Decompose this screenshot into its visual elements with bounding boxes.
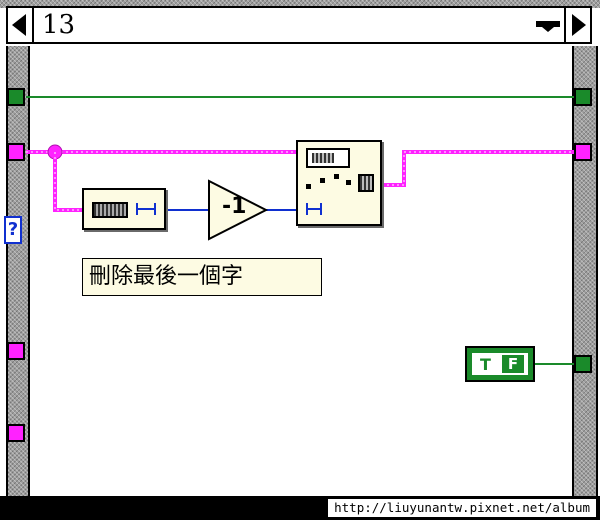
watermark-url: http://liuyunantw.pixnet.net/album (328, 499, 596, 517)
case-border-top (0, 0, 600, 8)
string-chunk-icon (92, 202, 128, 218)
comment-label: 刪除最後一個字 (82, 258, 322, 296)
substring-output-icon (358, 174, 374, 192)
length-measure-icon (136, 203, 156, 215)
arrow-left-icon[interactable] (8, 8, 34, 42)
boolean-constant[interactable]: T F (465, 346, 535, 382)
tf-label: T (480, 355, 491, 374)
length-measure-icon (306, 203, 322, 215)
string-input-icon (306, 148, 350, 168)
false-value: F (502, 355, 524, 373)
case-selector-value[interactable]: 13 (42, 10, 76, 40)
string-tunnel-lower-1[interactable] (7, 342, 25, 360)
dropdown-icon[interactable] (536, 21, 560, 32)
case-selector[interactable]: 13 (6, 6, 592, 44)
decrement-node[interactable] (208, 179, 269, 241)
decrement-label: -1 (222, 194, 247, 219)
boolean-input-tunnel[interactable] (7, 88, 25, 106)
string-input-tunnel[interactable] (7, 143, 25, 161)
boolean-output-tunnel[interactable] (574, 88, 592, 106)
arrow-right-icon[interactable] (564, 8, 590, 42)
string-length-icon[interactable] (82, 188, 166, 230)
string-output-tunnel[interactable] (574, 143, 592, 161)
string-wire-output[interactable] (382, 150, 574, 187)
string-wire-branch[interactable] (53, 152, 84, 212)
boolean-output-tunnel-lower[interactable] (574, 355, 592, 373)
string-subset-icon[interactable] (296, 140, 382, 226)
unwired-tunnel[interactable]: ? (4, 216, 22, 244)
string-tunnel-lower-2[interactable] (7, 424, 25, 442)
